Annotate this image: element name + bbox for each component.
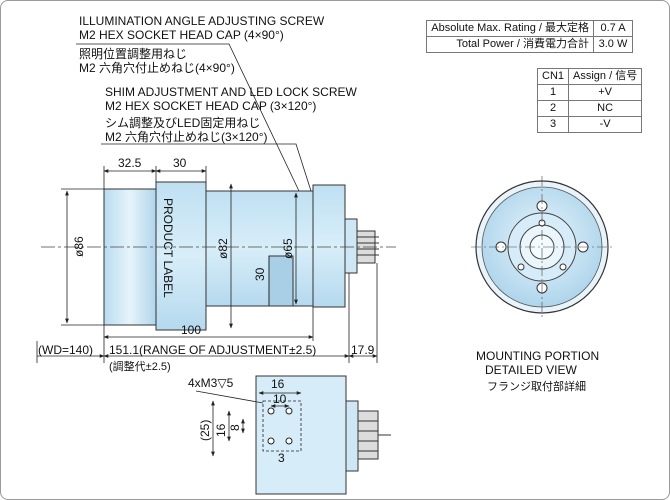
dim-17-9: 17.9 <box>351 343 375 357</box>
pin-row: 3 -V <box>536 116 643 133</box>
ratings-row: Absolute Max. Rating / 最大定格 0.7 A <box>426 20 633 37</box>
pin-header-row: CN1 Assign / 信号 <box>536 68 643 85</box>
rating-label: Total Power / 消費電力合計 <box>426 36 594 53</box>
detail-connector <box>357 410 379 460</box>
label-section <box>155 181 207 331</box>
dim-phi65: ø65 <box>281 238 295 259</box>
ratings-row: Total Power / 消費電力合計 3.0 W <box>426 36 633 53</box>
dim-wd: (WD=140) <box>38 343 93 357</box>
shim-callout-en-2: M2 HEX SOCKET HEAD CAP (3×120°) <box>105 99 316 113</box>
dim-phi82: ø82 <box>216 238 230 259</box>
connector-base <box>344 218 358 274</box>
detail-title-2: DETAILED VIEW <box>485 363 577 377</box>
pin-number: 3 <box>536 116 570 133</box>
detail-16-v: 16 <box>214 423 228 437</box>
pin-assign: NC <box>568 100 643 117</box>
pin-assign: -V <box>568 116 643 133</box>
rating-value: 3.0 W <box>593 36 633 53</box>
dim-32-5: 32.5 <box>118 156 142 170</box>
rating-value: 0.7 A <box>593 20 633 37</box>
ratings-table: Absolute Max. Rating / 最大定格 0.7 A Total … <box>426 20 633 53</box>
shim-callout-jp-2: M2 六角穴付止めねじ(3×120°) <box>105 129 268 144</box>
illum-callout-en-1: ILLUMINATION ANGLE ADJUSTING SCREW <box>79 14 325 28</box>
front-cylinder <box>103 188 157 326</box>
illum-callout-jp-2: M2 六角穴付止めねじ(4×90°) <box>79 60 235 75</box>
detail-3: 3 <box>278 451 285 465</box>
pin-number: 1 <box>536 84 570 101</box>
pin-row: 2 NC <box>536 100 643 117</box>
shim-callout-en-1: SHIM ADJUSTMENT AND LED LOCK SCREW <box>105 85 357 99</box>
detail-16-h: 16 <box>271 377 285 391</box>
detail-25: (25) <box>198 420 212 441</box>
dim-30-side: 30 <box>253 267 267 281</box>
illum-callout-jp-1: 照明位置調整用ねじ <box>79 46 187 61</box>
detail-title-jp: フランジ取付部詳細 <box>487 379 586 393</box>
flange <box>312 184 346 308</box>
pin-assign: +V <box>568 84 643 101</box>
detail-title-1: MOUNTING PORTION <box>476 349 599 363</box>
rating-label: Absolute Max. Rating / 最大定格 <box>426 20 594 37</box>
pin-number: 2 <box>536 100 570 117</box>
detail-8: 8 <box>228 424 242 431</box>
body-notch <box>268 255 294 307</box>
pin-header-cn1: CN1 <box>536 68 570 85</box>
detail-screw: 4xM3▽5 <box>188 376 234 390</box>
detail-flange <box>255 375 347 495</box>
front-view <box>471 176 613 318</box>
mounting-detail <box>195 375 391 495</box>
shim-leader-line <box>101 143 312 192</box>
dim-100: 100 <box>181 323 201 337</box>
pin-table: CN1 Assign / 信号 1 +V 2 NC 3 -V <box>536 68 643 133</box>
dim-phi86: ø86 <box>72 236 86 257</box>
mount-pattern <box>262 400 302 452</box>
dim-range-jp: (調整代±2.5) <box>109 359 171 373</box>
dim-range: 151.1(RANGE OF ADJUSTMENT±2.5) <box>109 343 316 357</box>
illum-callout-en-2: M2 HEX SOCKET HEAD CAP (4×90°) <box>79 28 284 42</box>
pin-row: 1 +V <box>536 84 643 101</box>
product-label: PRODUCT LABEL <box>161 198 175 298</box>
shim-callout-jp-1: シム調整及びLED固定用ねじ <box>105 115 260 130</box>
dim-30-top: 30 <box>173 156 187 170</box>
detail-10: 10 <box>273 392 287 406</box>
pin-header-assign: Assign / 信号 <box>568 68 643 85</box>
